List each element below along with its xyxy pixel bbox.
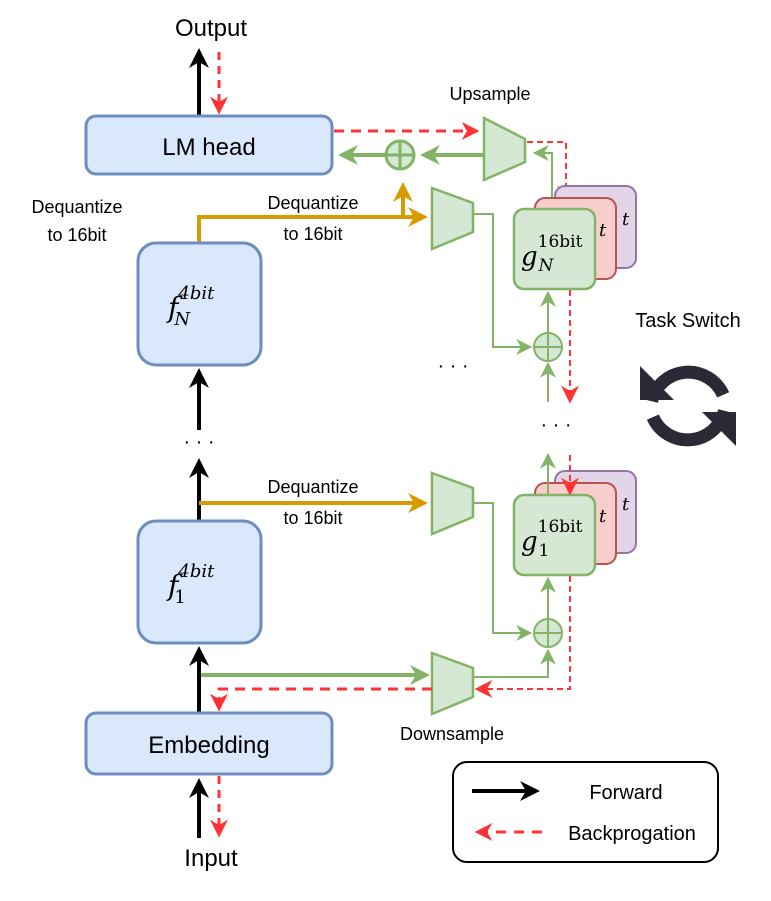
- adapter-path-bottom: [473, 502, 533, 641]
- ellipsis-adapters: · · ·: [540, 414, 571, 436]
- dequant-label-left-2: to 16bit: [47, 225, 106, 245]
- dequant-label-top-1: Dequantize: [267, 193, 358, 213]
- legend-backprop-label: Backprogation: [568, 823, 696, 845]
- dequant-path-top-to-sum: [197, 182, 413, 243]
- upsample-block: [482, 115, 527, 182]
- svg-text:t: t: [622, 494, 630, 515]
- dequant-label-top-2: to 16bit: [283, 224, 342, 244]
- legend-box: [452, 761, 719, 863]
- output-label: Output: [175, 15, 247, 42]
- upsample-label: Upsample: [449, 84, 530, 104]
- adapter-arrow-gN-to-upsample: [532, 145, 553, 208]
- embedding-block: [84, 711, 334, 776]
- embedding-label: Embedding: [148, 732, 269, 759]
- ellipsis-backbone: · · ·: [183, 431, 214, 453]
- downsample-block-f1: [430, 471, 475, 536]
- dequant-label-left-1: Dequantize: [31, 197, 122, 217]
- input-label: Input: [184, 845, 238, 872]
- f1-block: [136, 519, 263, 645]
- downsample-label: Downsample: [400, 724, 504, 744]
- backprop-arrow-to-gN: [527, 141, 575, 204]
- svg-text:t: t: [599, 506, 607, 527]
- lm-head-label: LM head: [162, 134, 255, 161]
- dequant-label-bottom-1: Dequantize: [267, 477, 358, 497]
- task-switch-icon: [640, 365, 736, 447]
- downsample-block-top: [430, 186, 475, 251]
- backprop-arrow-g1-to-downsample: [474, 576, 571, 698]
- legend-forward-label: Forward: [589, 782, 662, 804]
- task-adapter-purple-label: t: [622, 209, 630, 230]
- g1-block: [512, 493, 597, 577]
- backprop-arrow-downsample-to-embedding: [210, 687, 432, 712]
- lm-head-block: [84, 114, 334, 176]
- gN-block: [512, 207, 597, 291]
- adapter-path-top: [473, 213, 533, 355]
- downsample-block: [430, 651, 475, 716]
- ellipsis-middle: · · ·: [437, 355, 468, 377]
- dequant-label-bottom-2: to 16bit: [283, 508, 342, 528]
- task-switch-label: Task Switch: [635, 310, 741, 332]
- task-adapter-red-label: t: [599, 220, 607, 241]
- fN-block: [136, 241, 263, 367]
